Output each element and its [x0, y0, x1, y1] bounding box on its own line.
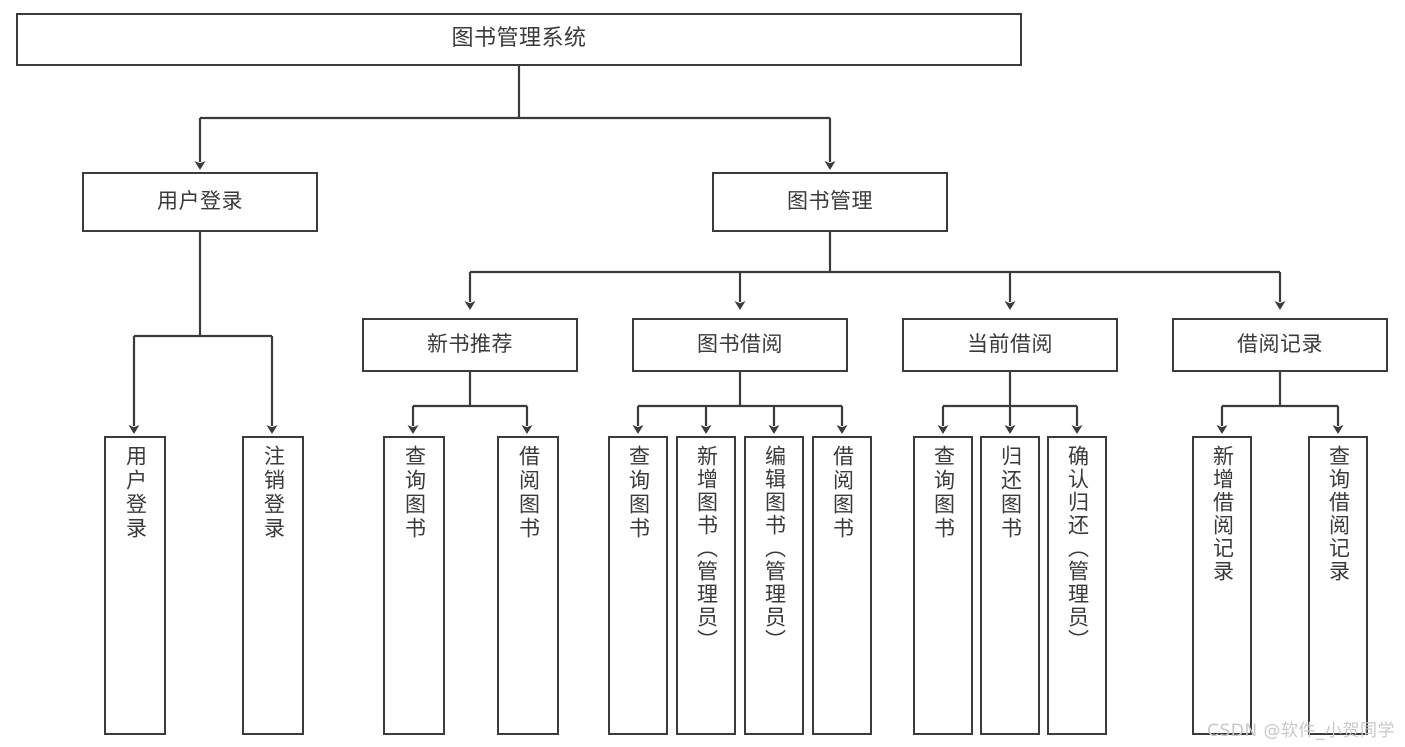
node-label: 编辑图书（管理员） [762, 445, 787, 652]
leaf-borrow-book[interactable]: 借阅图书 [812, 436, 872, 735]
leaf-logout[interactable]: 注销登录 [242, 436, 304, 735]
leaf-borrow-book-recommend[interactable]: 借阅图书 [497, 436, 559, 735]
node-label: 注销登录 [261, 445, 286, 541]
node-label: 归还图书 [998, 445, 1023, 541]
leaf-query-book-recommend[interactable]: 查询图书 [383, 436, 445, 735]
leaf-add-borrow-record[interactable]: 新增借阅记录 [1192, 436, 1252, 735]
node-label: 图书借阅 [697, 332, 783, 357]
node-label: 当前借阅 [967, 332, 1053, 357]
node-book-borrow[interactable]: 图书借阅 [632, 318, 848, 372]
node-label: 借阅图书 [830, 445, 855, 541]
node-label: 图书管理 [787, 189, 873, 214]
node-label: 图书管理系统 [451, 26, 587, 52]
leaf-query-book-borrow[interactable]: 查询图书 [608, 436, 668, 735]
node-label: 查询图书 [402, 445, 427, 541]
node-book-management[interactable]: 图书管理 [712, 172, 948, 232]
leaf-confirm-return-admin[interactable]: 确认归还（管理员） [1047, 436, 1107, 735]
node-root-book-management-system[interactable]: 图书管理系统 [16, 13, 1022, 66]
node-label: 借阅记录 [1237, 332, 1323, 357]
leaf-query-book-current[interactable]: 查询图书 [913, 436, 973, 735]
node-label: 借阅图书 [516, 445, 541, 541]
leaf-user-login[interactable]: 用户登录 [104, 436, 166, 735]
leaf-edit-book-admin[interactable]: 编辑图书（管理员） [744, 436, 804, 735]
node-label: 新增图书（管理员） [694, 445, 719, 652]
node-label: 新增借阅记录 [1210, 445, 1235, 583]
node-current-borrow[interactable]: 当前借阅 [902, 318, 1118, 372]
node-user-login[interactable]: 用户登录 [82, 172, 318, 232]
node-label: 确认归还（管理员） [1065, 445, 1090, 652]
node-label: 查询图书 [931, 445, 956, 541]
node-label: 用户登录 [157, 189, 243, 214]
node-label: 用户登录 [123, 445, 148, 541]
node-label: 新书推荐 [427, 332, 513, 357]
node-label: 查询图书 [626, 445, 651, 541]
leaf-query-borrow-record[interactable]: 查询借阅记录 [1308, 436, 1368, 735]
leaf-add-book-admin[interactable]: 新增图书（管理员） [676, 436, 736, 735]
leaf-return-book[interactable]: 归还图书 [980, 436, 1040, 735]
node-label: 查询借阅记录 [1326, 445, 1351, 583]
watermark-text: CSDN @软件_小贺同学 [1207, 721, 1395, 741]
node-borrow-record[interactable]: 借阅记录 [1172, 318, 1388, 372]
node-new-book-recommend[interactable]: 新书推荐 [362, 318, 578, 372]
